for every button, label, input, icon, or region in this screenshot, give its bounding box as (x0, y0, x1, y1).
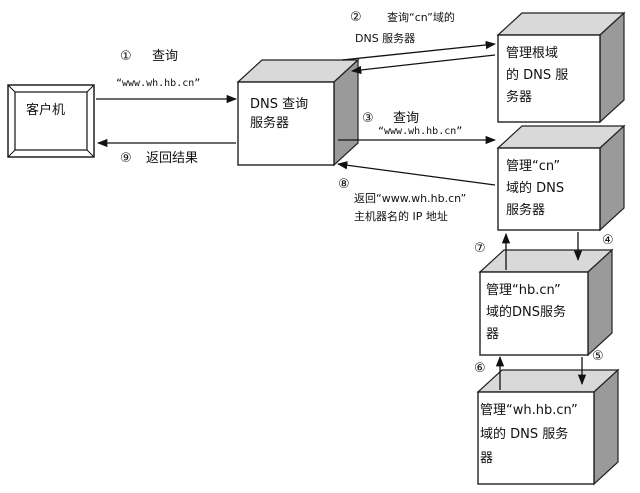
hb-server-label-1: 管理“hb.cn” (486, 283, 561, 298)
cn-server-label-1: 管理“cn” (506, 159, 560, 174)
hb-server-label-2: 域的DNS服务 (486, 304, 566, 320)
step-2-number: ② (350, 10, 362, 25)
root-server-node: 管理根域 的 DNS 服 务器 (496, 11, 626, 124)
root-server-label-3: 务器 (506, 89, 532, 105)
arrow-step-2-reply (350, 54, 496, 75)
step-5-number: ⑤ (592, 349, 604, 364)
wh-server-label-2: 域的 DNS 服务 (480, 426, 568, 442)
wh-server-label-3: 器 (480, 451, 493, 466)
hb-server-label-3: 器 (486, 327, 499, 342)
step-8-number: ⑧ (338, 177, 350, 192)
step-4-number: ④ (602, 233, 614, 248)
hb-server-node: 管理“hb.cn” 域的DNS服务 器 (478, 248, 614, 357)
arrow-step-2-request (341, 40, 497, 61)
step-8-text: 返回“www.wh.hb.cn” (354, 192, 466, 205)
step-1-detail: “www.wh.hb.cn” (116, 78, 200, 89)
cn-server-label-3: 服务器 (506, 202, 545, 218)
cn-server-node: 管理“cn” 域的 DNS 服务器 (496, 124, 626, 232)
step-6-number: ⑥ (474, 361, 486, 376)
dns-query-server-label-1: DNS 查询 (250, 97, 308, 112)
dns-query-server-label-2: 服务器 (250, 115, 289, 131)
root-server-label-2: 的 DNS 服 (506, 67, 568, 83)
client-node: 客户机 (7, 84, 95, 158)
step-7-number: ⑦ (474, 241, 486, 256)
dns-query-server-node: DNS 查询 服务器 (236, 58, 360, 167)
root-server-label-1: 管理根域 (506, 46, 558, 61)
step-3-text: 查询 (393, 111, 419, 126)
step-3-number: ③ (362, 111, 374, 126)
step-9-number: ⑨ (120, 151, 132, 166)
step-1-text: 查询 (152, 49, 178, 64)
step-3-detail: “www.wh.hb.cn” (378, 126, 462, 137)
arrow-step-8 (336, 161, 496, 186)
step-2-text: 查询“cn”域的 (387, 10, 455, 24)
cn-server-label-2: 域的 DNS (506, 180, 564, 196)
step-8-detail: 主机器名的 IP 地址 (354, 209, 448, 223)
client-label: 客户机 (26, 102, 65, 118)
step-2-detail: DNS 服务器 (355, 32, 415, 45)
step-9-text: 返回结果 (146, 151, 198, 166)
wh-server-label-1: 管理“wh.hb.cn” (480, 403, 578, 418)
step-1-number: ① (120, 49, 132, 64)
wh-server-node: 管理“wh.hb.cn” 域的 DNS 服务 器 (476, 368, 620, 486)
